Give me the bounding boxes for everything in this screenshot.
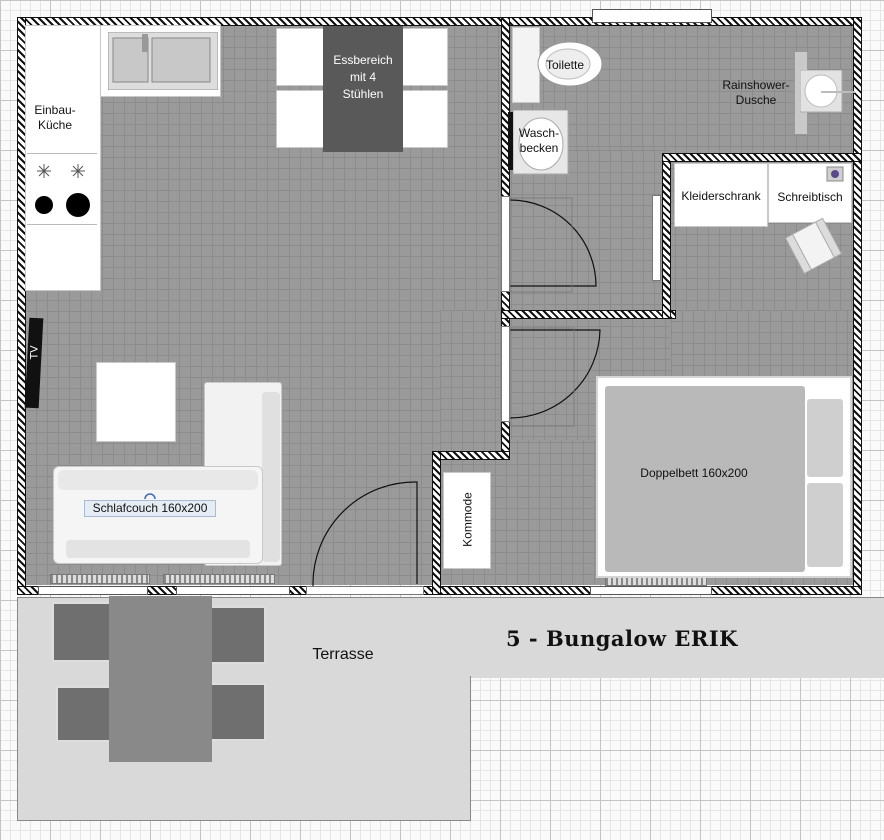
door-frame-wardrobe [652, 195, 661, 281]
shower-tray [512, 27, 540, 103]
wall-bath-horizontal [662, 153, 862, 162]
door-arc-bed [509, 329, 601, 419]
wall-mirror [508, 112, 516, 170]
window-bottom-mid [176, 586, 290, 595]
stove-burner-icon [35, 164, 90, 217]
terrace-chair-top-right [208, 606, 266, 664]
door-arc-bath [509, 199, 597, 287]
sleeping-sofa-label: Schlafcouch 160x200 [84, 500, 216, 517]
double-bed-label: Doppelbett 160x200 [640, 466, 748, 480]
chair-bottom-left [276, 90, 324, 148]
wall-wardrobe-vertical [662, 153, 671, 319]
double-bed-mattress [605, 386, 805, 572]
terrace-chair-bottom-right [208, 683, 266, 741]
toilet-icon [537, 41, 603, 87]
wall-top [17, 17, 862, 26]
chair-top-right [402, 28, 448, 86]
window-bottom-right [590, 586, 712, 595]
dining-table [323, 26, 403, 152]
kitchen-label: Einbau- Küche [34, 103, 76, 132]
window-top [592, 9, 712, 23]
sink-icon [108, 32, 218, 90]
wall-left [17, 17, 26, 595]
pillow-bottom [806, 482, 844, 568]
terrace-table [109, 596, 212, 762]
terrace-label: Terrasse [312, 646, 374, 663]
tv-label: TV [28, 345, 41, 360]
wardrobe-label: Kleiderschrank [681, 189, 761, 203]
lamp-icon [144, 493, 156, 500]
pillow-top [806, 398, 844, 478]
washbasin-label: Wasch- becken [518, 126, 560, 155]
wall-bath-bed [501, 310, 676, 319]
wall-center-step [432, 451, 510, 460]
terrace-chair-bottom-left [56, 686, 112, 742]
desk-label: Schreibtisch [777, 190, 843, 204]
washbasin [513, 110, 569, 175]
rainshower-label: Rainshower- Dusche [722, 78, 790, 107]
coffee-table [96, 362, 176, 442]
desk-chair [784, 217, 843, 275]
terrace-chair-top-left [52, 602, 112, 662]
stove [27, 153, 97, 225]
door-arc-entry [312, 481, 418, 587]
dresser [443, 472, 491, 569]
door-frame-bath [501, 196, 510, 292]
door-frame-entry [306, 586, 424, 595]
dining-label: Essbereich mit 4 Stühlen [333, 53, 393, 101]
window-bottom-left [38, 586, 148, 595]
chair-bottom-right [402, 90, 448, 148]
radiator-left [50, 574, 150, 584]
wardrobe [674, 163, 768, 227]
wall-right [853, 17, 862, 595]
shower-head-icon [800, 70, 855, 113]
toilet-label: Toilette [545, 58, 585, 72]
floorplan-title: 5 - Bungalow ERIK [506, 626, 738, 651]
desk-lamp-icon [826, 166, 844, 182]
wall-center-lower [432, 451, 441, 595]
dresser-label: Kommode [460, 492, 475, 547]
chair-top-left [276, 28, 324, 86]
door-frame-bed [501, 326, 510, 422]
radiator-mid [163, 574, 275, 584]
